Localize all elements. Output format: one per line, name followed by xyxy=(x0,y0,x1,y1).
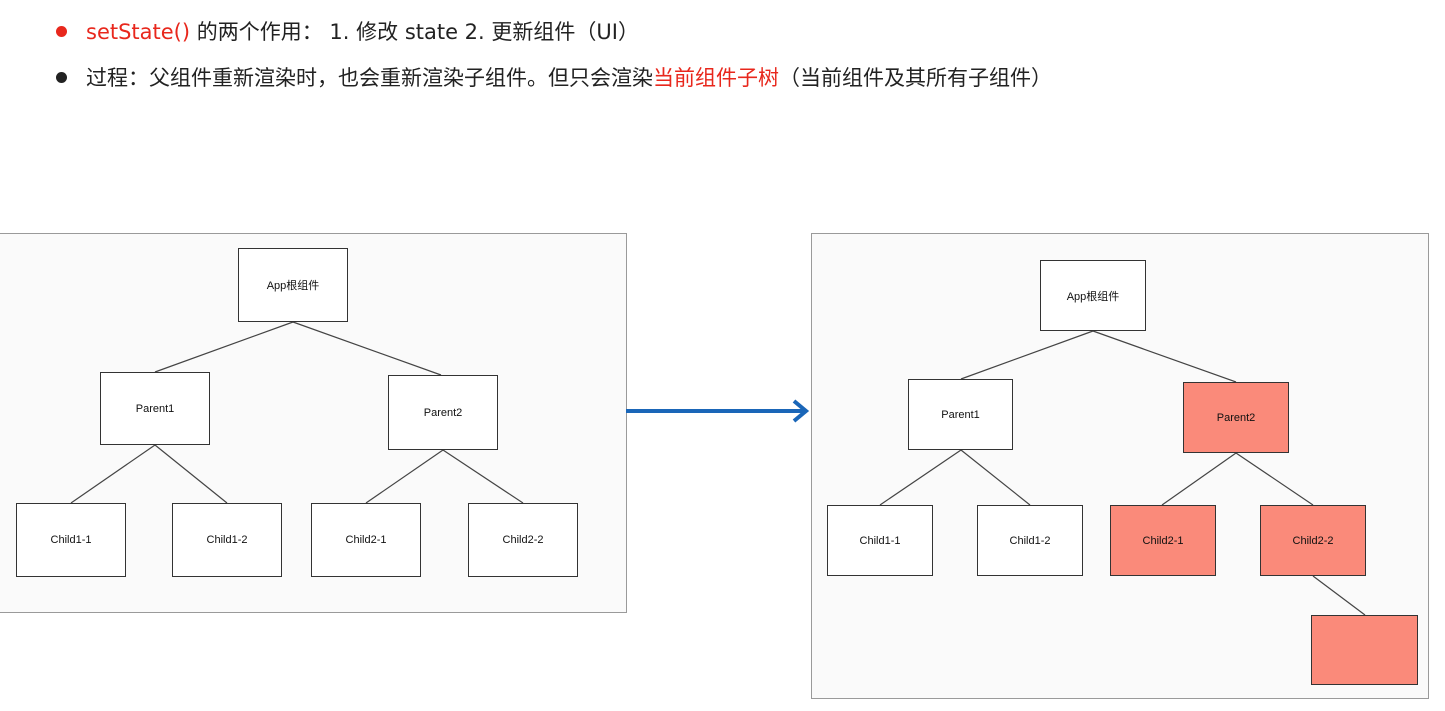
node-child1-2: Child1-2 xyxy=(977,505,1083,576)
bullet-dot xyxy=(56,26,67,37)
node-app-root: App根组件 xyxy=(1040,260,1146,331)
process-text-before: 过程：父组件重新渲染时，也会重新渲染子组件。但只会渲染 xyxy=(86,66,653,90)
bullet-set-state: setState() 的两个作用： 1. 修改 state 2. 更新组件（UI… xyxy=(56,18,639,46)
node-parent2-rerendered: Parent2 xyxy=(1183,382,1289,453)
node-child1-1: Child1-1 xyxy=(16,503,126,577)
node-child2-1: Child2-1 xyxy=(311,503,421,577)
node-parent1: Parent1 xyxy=(100,372,210,445)
node-grandchild-rerendered xyxy=(1311,615,1418,685)
node-parent2: Parent2 xyxy=(388,375,498,450)
node-child2-2-rerendered: Child2-2 xyxy=(1260,505,1366,576)
process-highlight-text: 当前组件子树 xyxy=(653,66,779,90)
node-child1-1: Child1-1 xyxy=(827,505,933,576)
node-parent1: Parent1 xyxy=(908,379,1013,450)
node-child2-2: Child2-2 xyxy=(468,503,578,577)
node-child1-2: Child1-2 xyxy=(172,503,282,577)
node-child2-1-rerendered: Child2-1 xyxy=(1110,505,1216,576)
bullet-dot xyxy=(56,72,67,83)
bullet-process: 过程：父组件重新渲染时，也会重新渲染子组件。但只会渲染当前组件子树（当前组件及其… xyxy=(56,64,1052,92)
process-text-after: （当前组件及其所有子组件） xyxy=(779,66,1052,90)
transition-arrow xyxy=(626,399,810,423)
set-state-label: setState() xyxy=(86,20,191,44)
set-state-description: 的两个作用： 1. 修改 state 2. 更新组件（UI） xyxy=(190,20,639,44)
node-app-root: App根组件 xyxy=(238,248,348,322)
